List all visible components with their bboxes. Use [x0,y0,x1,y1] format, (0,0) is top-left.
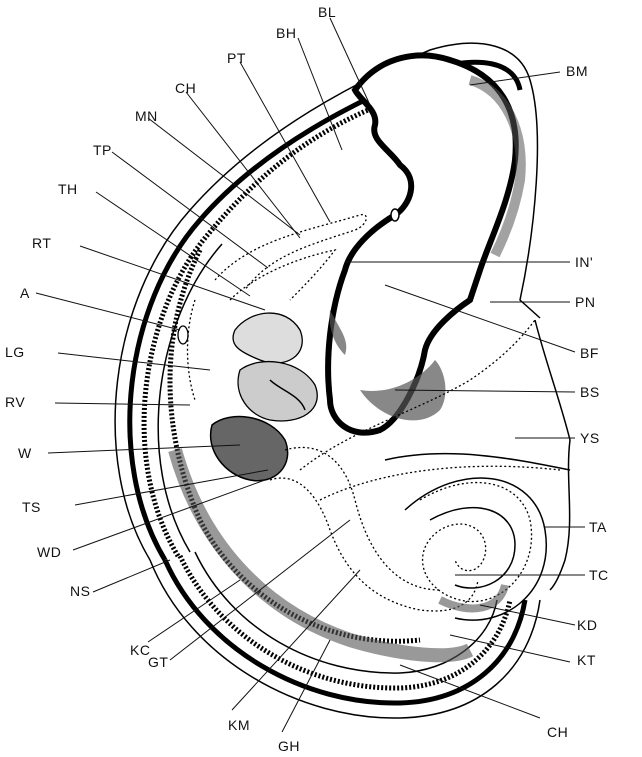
label-KD: KD [577,617,597,633]
label-TS: TS [22,499,41,515]
label-BL: BL [318,4,336,20]
label-CH-top: CH [175,80,196,96]
label-TA: TA [589,519,607,535]
label-W: W [18,445,32,461]
label-NS: NS [70,583,90,599]
label-BS: BS [580,384,600,400]
label-LG: LG [5,344,25,360]
label-IN: IN' [575,254,593,270]
label-BM: BM [566,63,588,79]
yolk-sac-edge [535,320,570,590]
label-KT: KT [577,652,596,668]
label-MN: MN [135,108,158,124]
label-RV: RV [5,394,25,410]
label-TC: TC [589,567,609,583]
label-A: A [20,285,30,301]
allantois [385,454,570,470]
gut-tube [270,478,478,611]
label-PT: PT [227,50,246,66]
aorta [188,300,196,400]
small-vessel [178,326,188,344]
label-WD: WD [37,544,61,560]
tail-coil [405,478,546,620]
label-KM: KM [228,717,250,733]
label-RT: RT [32,235,51,251]
gut-tube-inner [285,447,440,590]
pharynx [230,250,335,300]
label-TH: TH [58,181,78,197]
label-BH: BH [276,25,296,41]
label-BF: BF [580,345,599,361]
label-YS: YS [580,430,600,446]
brain [328,55,521,432]
kidney-strip [175,450,470,655]
label-GH: GH [278,738,300,754]
label-GT: GT [148,654,168,670]
liver [211,417,288,481]
heart-region [233,313,317,421]
label-CH-bottom: CH [547,724,568,740]
yolk-stalk-2 [320,466,560,500]
label-PN: PN [575,294,595,310]
label-TP: TP [93,142,112,158]
